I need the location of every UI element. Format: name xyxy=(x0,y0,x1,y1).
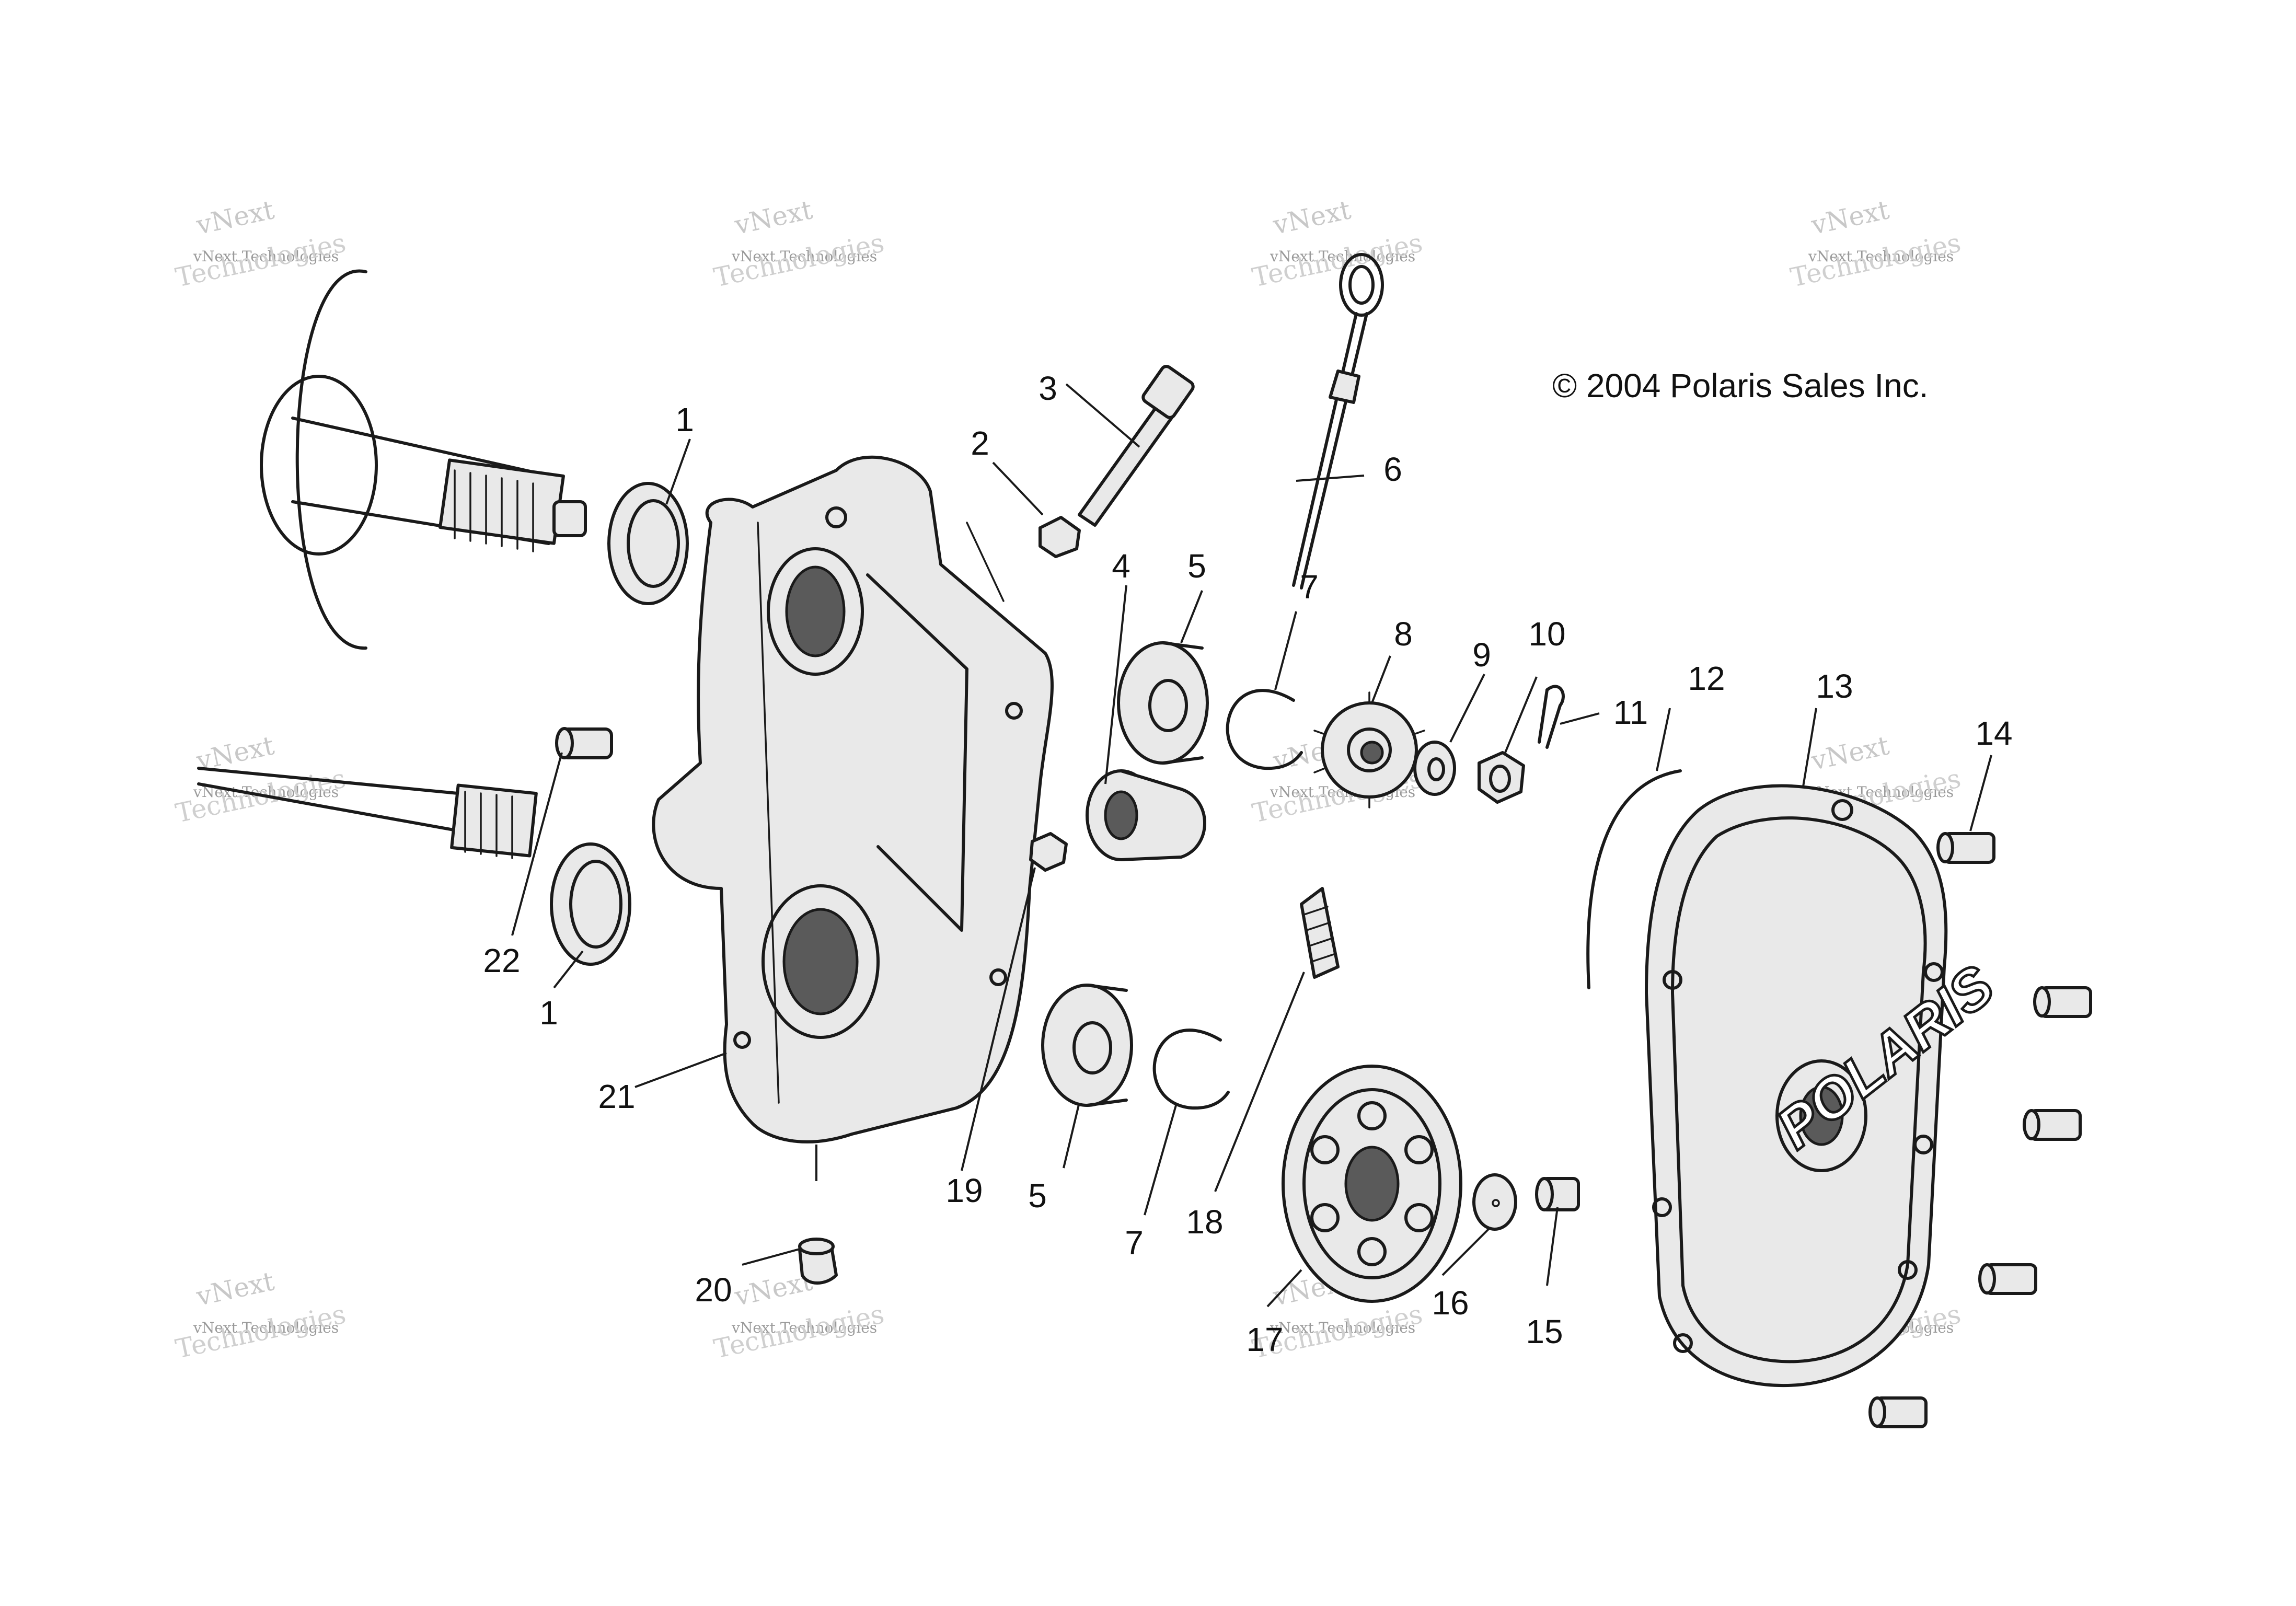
callout-label: 20 xyxy=(695,1271,732,1309)
bolt-15 xyxy=(1535,1177,1580,1211)
svg-text:vNext Technologies: vNext Technologies xyxy=(193,248,339,265)
snap-ring-lower xyxy=(1152,1029,1230,1110)
svg-text:vNext: vNext xyxy=(1808,730,1892,776)
oil-seal-upper xyxy=(607,482,689,605)
callout-label: 22 xyxy=(483,942,520,979)
cover-bolts xyxy=(1868,832,2092,1428)
watermark: vNext vNext Technologies Technologies xyxy=(711,194,887,293)
driven-sprocket xyxy=(1282,1065,1462,1303)
cotter-pin xyxy=(1538,685,1565,749)
svg-text:vNext Technologies: vNext Technologies xyxy=(1270,248,1415,265)
callout-label: 5 xyxy=(1187,547,1206,585)
svg-text:vNext: vNext xyxy=(1270,194,1354,240)
callout-label: 12 xyxy=(1688,660,1725,697)
callout-label: 17 xyxy=(1246,1321,1283,1358)
callout-label: 1 xyxy=(675,401,694,438)
nut-2 xyxy=(1039,516,1081,558)
callout-label: 8 xyxy=(1394,615,1413,653)
callout-label: 14 xyxy=(1975,714,2012,752)
chaincase-cover: POLARIS xyxy=(1645,784,2007,1387)
watermark: vNext vNext Technologies Technologies xyxy=(711,1266,887,1364)
snap-ring-upper xyxy=(1226,689,1303,770)
callout-label: 21 xyxy=(598,1078,635,1115)
svg-text:vNext: vNext xyxy=(193,1266,277,1312)
callout-label: 5 xyxy=(1028,1177,1047,1215)
drive-chain xyxy=(1300,887,1340,979)
castle-nut xyxy=(1478,751,1525,804)
callout-label: 16 xyxy=(1432,1284,1469,1322)
chain-tensioner xyxy=(1086,769,1206,861)
callout-label: 11 xyxy=(1613,694,1648,731)
callout-label: 18 xyxy=(1186,1203,1223,1241)
callout-label: 7 xyxy=(1300,568,1319,606)
nut-19 xyxy=(1029,832,1068,872)
callout-labels: 1 2 3 4 5 6 7 8 9 10 11 12 13 14 22 1 21… xyxy=(483,369,2012,1358)
drive-clutch-assembly xyxy=(260,269,587,650)
svg-text:vNext: vNext xyxy=(732,194,815,240)
callout-label: 4 xyxy=(1112,547,1130,585)
drain-plug xyxy=(798,1238,838,1285)
svg-text:vNext Technologies: vNext Technologies xyxy=(731,1319,877,1336)
drive-sprocket xyxy=(1313,691,1425,808)
svg-text:vNext Technologies: vNext Technologies xyxy=(1270,1319,1415,1336)
callout-label: 13 xyxy=(1816,667,1853,705)
bearing-upper xyxy=(1117,641,1209,765)
watermark: vNext vNext Technologies Technologies xyxy=(173,1266,349,1364)
washer-9 xyxy=(1413,741,1456,796)
dipstick xyxy=(1292,253,1384,590)
callout-label: 9 xyxy=(1472,636,1491,674)
copyright-notice: © 2004 Polaris Sales Inc. xyxy=(1552,367,1929,405)
svg-text:vNext: vNext xyxy=(1808,194,1892,240)
chaincase-housing xyxy=(652,455,1054,1143)
watermark: vNext vNext Technologies Technologies xyxy=(1250,194,1425,293)
leader-lines xyxy=(511,383,1992,1308)
cover-gasket xyxy=(1586,769,1682,989)
watermark: vNext vNext Technologies Technologies xyxy=(1788,194,1964,293)
washer-16 xyxy=(1472,1173,1517,1231)
jackshaft xyxy=(197,767,538,859)
callout-label: 3 xyxy=(1039,369,1057,407)
dowel-pin xyxy=(555,727,613,759)
svg-text:vNext Technologies: vNext Technologies xyxy=(1808,248,1954,265)
callout-label: 7 xyxy=(1125,1224,1144,1262)
svg-text:vNext Technologies: vNext Technologies xyxy=(193,1319,339,1336)
callout-label: 6 xyxy=(1383,450,1402,488)
callout-label: 1 xyxy=(539,994,558,1032)
svg-text:vNext Technologies: vNext Technologies xyxy=(731,248,877,265)
svg-text:vNext: vNext xyxy=(193,194,277,240)
callout-label: 15 xyxy=(1526,1313,1563,1350)
bearing-lower xyxy=(1041,984,1133,1107)
callout-label: 10 xyxy=(1528,615,1565,653)
callout-label: 2 xyxy=(971,424,989,462)
bolt-3 xyxy=(1078,365,1195,527)
oil-seal-lower xyxy=(550,842,631,966)
watermark: vNext vNext Technologies Technologies xyxy=(173,194,349,293)
callout-label: 19 xyxy=(945,1172,983,1209)
